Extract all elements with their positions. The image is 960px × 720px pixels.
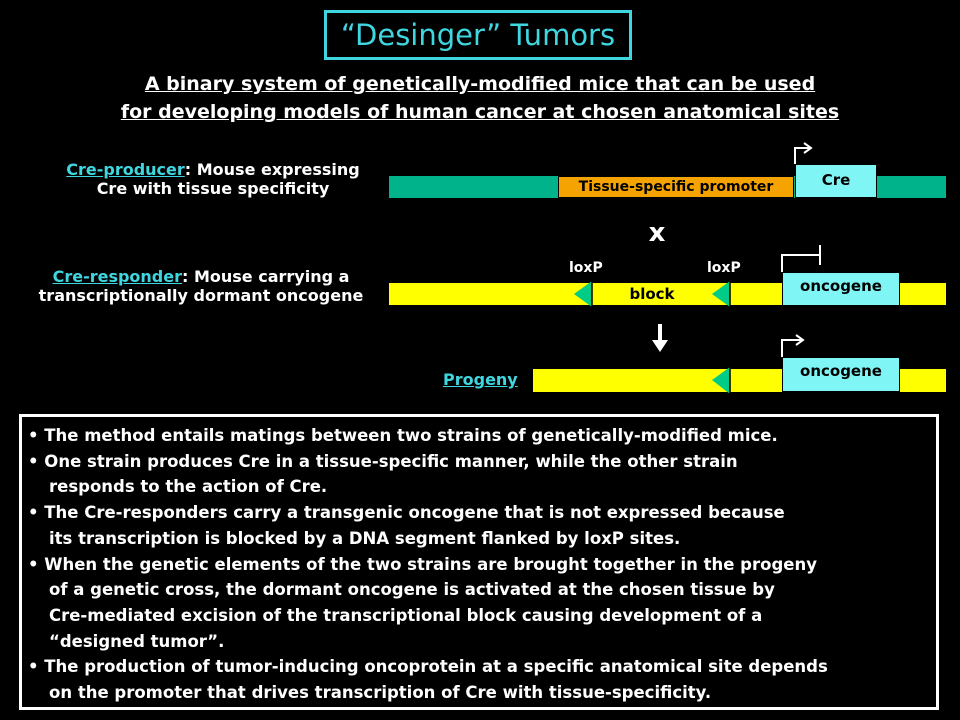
cre-gene-box: Cre [795,164,877,198]
responder-oncogene-label: oncogene [800,277,882,295]
producer-desc-1: : Mouse expressing [184,160,360,179]
title-text: “Desinger” Tumors [340,18,616,52]
bullet-marker: • [28,451,39,471]
bullet-item-2: • One strain produces Cre in a tissue-sp… [28,449,928,500]
responder-oncogene-box: oncogene [782,272,900,306]
bullet-marker: • [28,657,39,677]
bullet-text-continued: responds to the action of Cre. [49,477,328,497]
responder-name: Cre-responder [52,267,182,286]
bullet-text-continued: Cre-mediated excision of the transcripti… [49,605,763,625]
bullet-text: The Cre-responders carry a transgenic on… [44,503,785,523]
producer-desc-2: Cre with tissue specificity [96,179,330,198]
producer-label: Cre-producer: Mouse expressing Cre with … [46,160,380,198]
bullet-text-continued: on the promoter that drives transcriptio… [49,683,712,703]
bullet-marker: • [28,503,39,523]
block-segment: block [592,283,712,305]
bullet-text: The production of tumor-inducing oncopro… [44,657,828,677]
bullet-text: The method entails matings between two s… [44,426,778,445]
progeny-oncogene-label: oncogene [800,362,882,380]
bullet-text-continued: of a genetic cross, the dormant oncogene… [49,580,775,600]
promoter-label: Tissue-specific promoter [578,179,774,195]
tissue-specific-promoter-segment: Tissue-specific promoter [558,176,794,198]
bullet-item-3: • The Cre-responders carry a transgenic … [28,500,928,551]
progeny-oncogene-box: oncogene [782,357,900,392]
summary-bullet-box: • The method entails matings between two… [19,414,939,710]
progeny-label: Progeny [443,370,518,389]
cross-symbol: x [648,218,666,248]
bullet-marker: • [28,554,39,574]
page-title: “Desinger” Tumors [324,10,632,60]
bullet-text: When the genetic elements of the two str… [44,554,817,574]
bullet-text: One strain produces Cre in a tissue-spec… [44,451,738,471]
responder-desc-1: : Mouse carrying a [182,267,350,286]
cre-gene-label: Cre [821,171,851,189]
producer-name: Cre-producer [66,160,185,179]
block-label: block [629,285,675,303]
bullet-item-1: • The method entails matings between two… [28,423,928,449]
subtitle-line-2: for developing models of human cancer at… [120,101,840,123]
subtitle-line-1: A binary system of genetically-modified … [144,73,816,95]
loxp-left-label: loxP [569,260,603,276]
responder-label: Cre-responder: Mouse carrying a transcri… [16,267,386,305]
bullet-item-5: • The production of tumor-inducing oncop… [28,654,928,705]
bullet-text-continued: its transcription is blocked by a DNA se… [49,528,681,548]
bullet-item-4: • When the genetic elements of the two s… [28,552,928,655]
responder-desc-2: transcriptionally dormant oncogene [38,286,364,305]
bullet-marker: • [28,426,39,445]
loxp-right-label: loxP [707,260,741,276]
bullet-text-continued: “designed tumor”. [49,631,225,651]
